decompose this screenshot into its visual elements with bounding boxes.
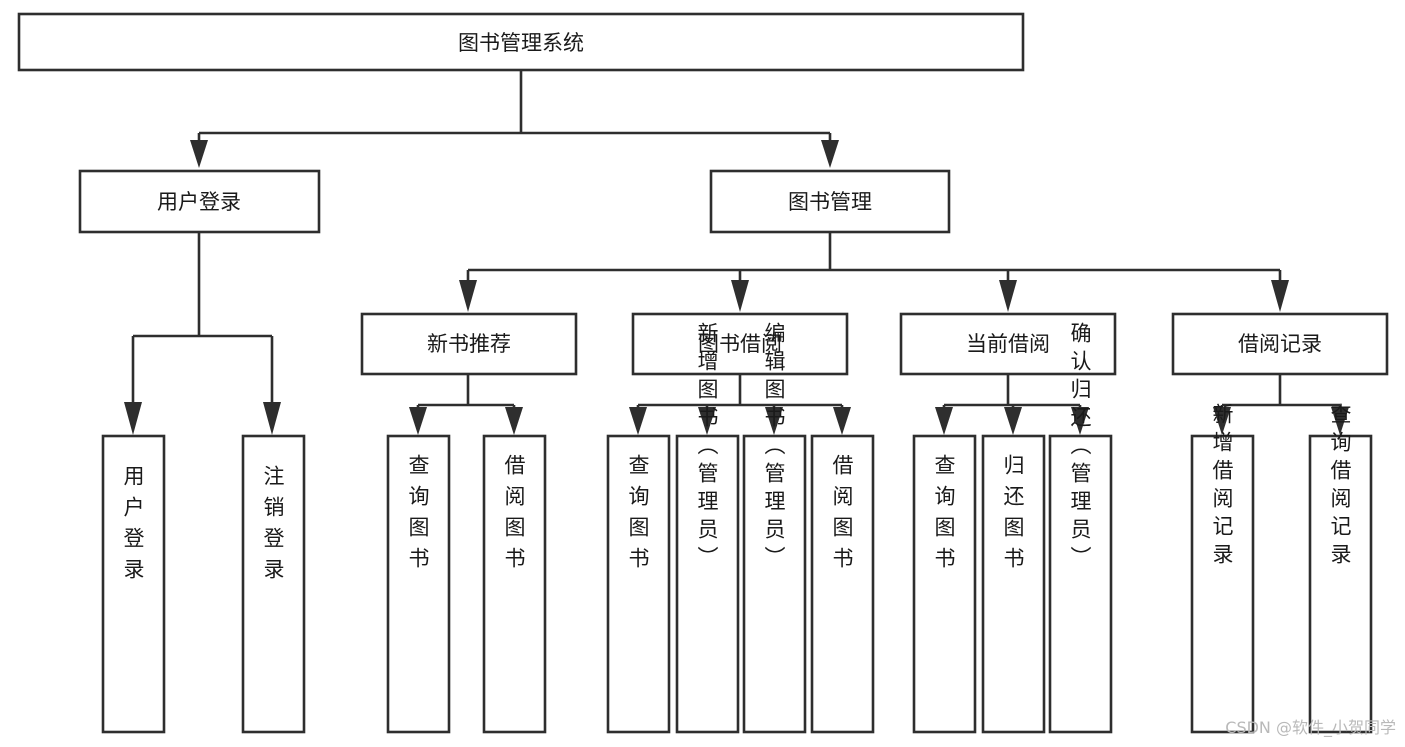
arrowhead-leaf-user-login	[124, 402, 142, 435]
node-book-manage-label: 图书管理	[788, 190, 872, 214]
leaf-confirm-return[interactable]: 确认归还（管理员）	[1048, 322, 1113, 734]
leaf-add-record-box[interactable]	[1190, 434, 1255, 734]
arrowhead-bookmanage	[821, 140, 839, 168]
leaf-return-book[interactable]: 归还图书	[981, 434, 1046, 734]
arrowhead-current-borrow	[999, 280, 1017, 312]
csdn-watermark: CSDN @软件_小贺同学	[1225, 718, 1396, 738]
leaf-edit-book-label: 编辑图书（管理员）	[762, 322, 786, 574]
leaf-query-record[interactable]: 查询借阅记录	[1308, 403, 1373, 734]
node-book-manage-box[interactable]	[709, 169, 951, 234]
leaf-query-book-3-box[interactable]	[912, 434, 977, 734]
leaf-add-book-label: 新增图书（管理员）	[695, 322, 719, 574]
leaf-confirm-return-label: 确认归还（管理员）	[1068, 322, 1092, 574]
leaf-borrow-book-2-label: 借阅图书	[830, 454, 854, 578]
edges-layer	[124, 70, 1349, 435]
leaf-user-logout-box[interactable]	[241, 434, 306, 734]
leaf-query-record-box[interactable]	[1308, 434, 1373, 734]
leaf-confirm-return-box[interactable]	[1048, 434, 1113, 734]
leaf-user-login[interactable]: 用户登录	[101, 434, 166, 734]
leaf-add-book[interactable]: 新增图书（管理员）	[675, 322, 740, 734]
leaf-user-login-box[interactable]	[101, 434, 166, 734]
leaf-add-record-label: 新增借阅记录	[1210, 403, 1234, 571]
node-root[interactable]: 图书管理系统	[17, 12, 1025, 72]
node-root-box[interactable]	[17, 12, 1025, 72]
node-borrow-record-label: 借阅记录	[1238, 332, 1322, 356]
leaf-edit-book[interactable]: 编辑图书（管理员）	[742, 322, 807, 734]
arrowhead-userlogin	[190, 140, 208, 168]
node-new-book-rec-box[interactable]	[360, 312, 578, 376]
arrowhead-leaf-add-book	[698, 407, 716, 435]
node-new-book-rec[interactable]: 新书推荐	[360, 312, 578, 376]
arrowhead-borrow-record	[1271, 280, 1289, 312]
arrowhead-leaf-query-record	[1331, 407, 1349, 435]
leaf-return-book-label: 归还图书	[1001, 454, 1025, 578]
arrowhead-leaf-return-book	[1004, 407, 1022, 435]
arrowhead-leaf-query-book-2	[629, 407, 647, 435]
leaf-add-record[interactable]: 新增借阅记录	[1190, 403, 1255, 734]
leaf-return-book-box[interactable]	[981, 434, 1046, 734]
leaf-query-book-1-box[interactable]	[386, 434, 451, 734]
leaf-user-login-label: 用户登录	[121, 465, 145, 589]
arrowhead-leaf-add-record	[1213, 407, 1231, 435]
arrowhead-new-book-rec	[459, 280, 477, 312]
leaf-borrow-book-2-box[interactable]	[810, 434, 875, 734]
leaf-query-book-2-label: 查询图书	[626, 454, 650, 578]
leaf-user-logout[interactable]: 注销登录	[241, 434, 306, 734]
leaf-borrow-book-2[interactable]: 借阅图书	[810, 434, 875, 734]
arrowhead-leaf-confirm-return	[1071, 407, 1089, 435]
node-current-borrow-label: 当前借阅	[966, 332, 1050, 356]
node-user-login-label: 用户登录	[157, 190, 241, 214]
arrowhead-leaf-query-book-3	[935, 407, 953, 435]
leaf-query-book-2-box[interactable]	[606, 434, 671, 734]
leaf-query-record-label: 查询借阅记录	[1328, 403, 1352, 571]
arrowhead-leaf-borrow-book-2	[833, 407, 851, 435]
node-current-borrow-box[interactable]	[899, 312, 1117, 376]
leaf-query-book-3-label: 查询图书	[932, 454, 956, 578]
leaf-borrow-book-1[interactable]: 借阅图书	[482, 434, 547, 734]
leaf-add-book-box[interactable]	[675, 434, 740, 734]
node-book-borrow[interactable]: 图书借阅	[631, 312, 849, 376]
node-new-book-rec-label: 新书推荐	[427, 332, 511, 356]
node-user-login[interactable]: 用户登录	[78, 169, 321, 234]
arrowhead-leaf-user-logout	[263, 402, 281, 435]
leaf-borrow-book-1-label: 借阅图书	[502, 454, 526, 578]
arrowhead-leaf-query-book-1	[409, 407, 427, 435]
node-book-manage[interactable]: 图书管理	[709, 169, 951, 234]
leaf-query-book-1[interactable]: 查询图书	[386, 434, 451, 734]
node-current-borrow[interactable]: 当前借阅	[899, 312, 1117, 376]
node-book-borrow-label: 图书借阅	[698, 332, 782, 356]
arrowhead-leaf-borrow-book-1	[505, 407, 523, 435]
node-root-label: 图书管理系统	[458, 31, 584, 55]
leaf-query-book-1-label: 查询图书	[406, 454, 430, 578]
arrowhead-leaf-edit-book	[765, 407, 783, 435]
node-borrow-record[interactable]: 借阅记录	[1171, 312, 1389, 376]
leaf-query-book-3[interactable]: 查询图书	[912, 434, 977, 734]
leaf-edit-book-box[interactable]	[742, 434, 807, 734]
node-user-login-box[interactable]	[78, 169, 321, 234]
node-borrow-record-box[interactable]	[1171, 312, 1389, 376]
leaf-borrow-book-1-box[interactable]	[482, 434, 547, 734]
leaf-query-book-2[interactable]: 查询图书	[606, 434, 671, 734]
arrowhead-book-borrow	[731, 280, 749, 312]
node-book-borrow-box[interactable]	[631, 312, 849, 376]
leaf-user-logout-label: 注销登录	[261, 465, 285, 589]
